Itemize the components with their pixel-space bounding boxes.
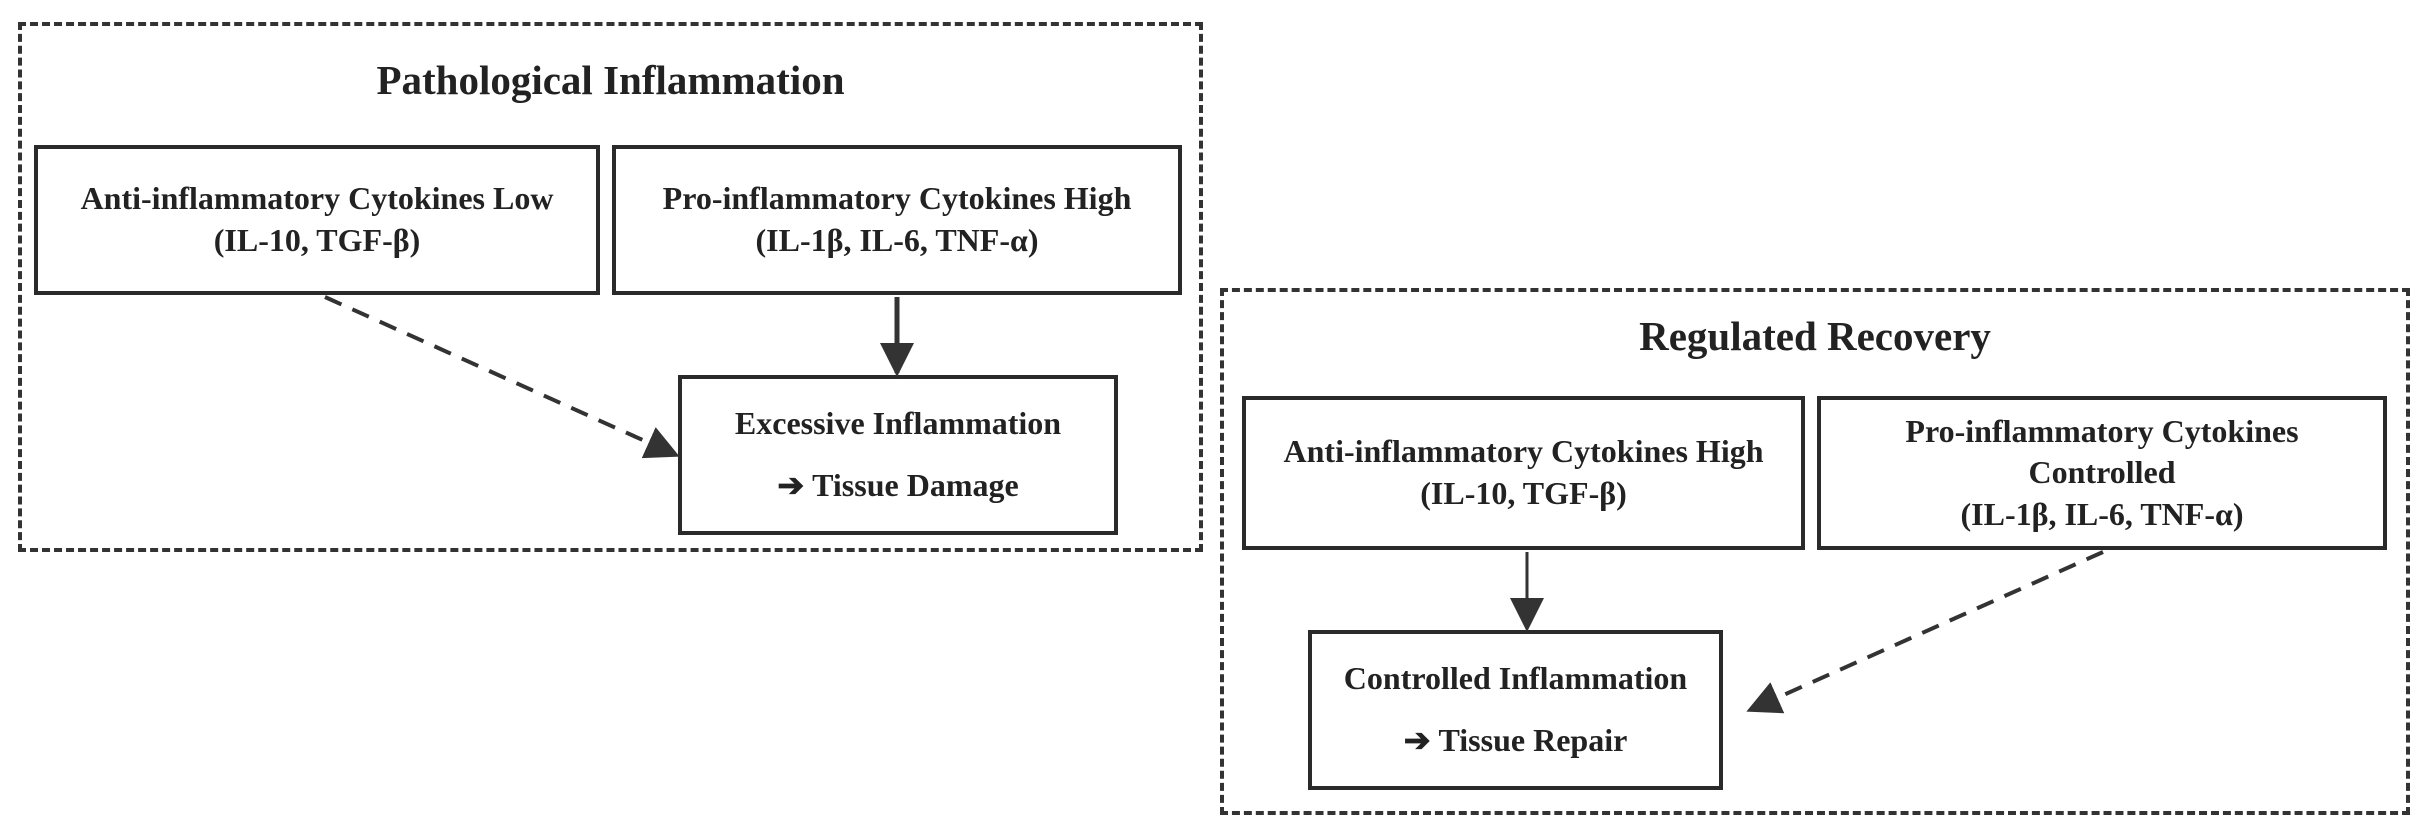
excessive-inflammation-box: Excessive Inflammation ➔Tissue Damage xyxy=(678,375,1118,535)
pro-inflammatory-controlled-box: Pro-inflammatory Cytokines Controlled (I… xyxy=(1817,396,2387,550)
pro-inflammatory-high-box: Pro-inflammatory Cytokines High (IL-1β, … xyxy=(612,145,1182,295)
right-arrow-icon: ➔ xyxy=(1403,722,1431,758)
anti-high-cytokines: (IL-10, TGF-β) xyxy=(1420,475,1627,511)
pathological-inflammation-panel: Pathological Inflammation xyxy=(18,22,1203,552)
controlled-inflammation-box: Controlled Inflammation ➔Tissue Repair xyxy=(1308,630,1723,790)
anti-low-label: Anti-inflammatory Cytokines Low xyxy=(80,180,554,217)
anti-low-cytokines: (IL-10, TGF-β) xyxy=(213,222,421,258)
anti-inflammatory-low-box: Anti-inflammatory Cytokines Low (IL-10, … xyxy=(34,145,600,295)
controlled-inflammation-label: Controlled Inflammation xyxy=(1343,660,1688,697)
pathological-panel-title: Pathological Inflammation xyxy=(376,57,845,103)
pro-controlled-label: Pro-inflammatory Cytokines xyxy=(1905,412,2299,449)
pro-controlled-cytokines: (IL-1β, IL-6, TNF-α) xyxy=(1960,495,2244,532)
tissue-repair-line: ➔Tissue Repair xyxy=(1404,720,1628,762)
pro-controlled-status: Controlled xyxy=(2028,454,2176,491)
recovery-panel-title: Regulated Recovery xyxy=(1639,313,1991,359)
anti-inflammatory-high-box: Anti-inflammatory Cytokines High (IL-10,… xyxy=(1242,396,1805,550)
pro-high-label: Pro-inflammatory Cytokines High xyxy=(662,180,1132,217)
pro-high-cytokines: (IL-1β, IL-6, TNF-α) xyxy=(755,222,1039,258)
tissue-damage-label: Tissue Damage xyxy=(812,467,1019,503)
tissue-repair-label: Tissue Repair xyxy=(1438,722,1628,758)
right-arrow-icon: ➔ xyxy=(777,467,805,503)
anti-high-label: Anti-inflammatory Cytokines High xyxy=(1283,433,1764,470)
tissue-damage-line: ➔Tissue Damage xyxy=(777,465,1018,507)
excessive-inflammation-label: Excessive Inflammation xyxy=(734,405,1062,442)
regulated-recovery-panel: Regulated Recovery xyxy=(1220,288,2410,815)
